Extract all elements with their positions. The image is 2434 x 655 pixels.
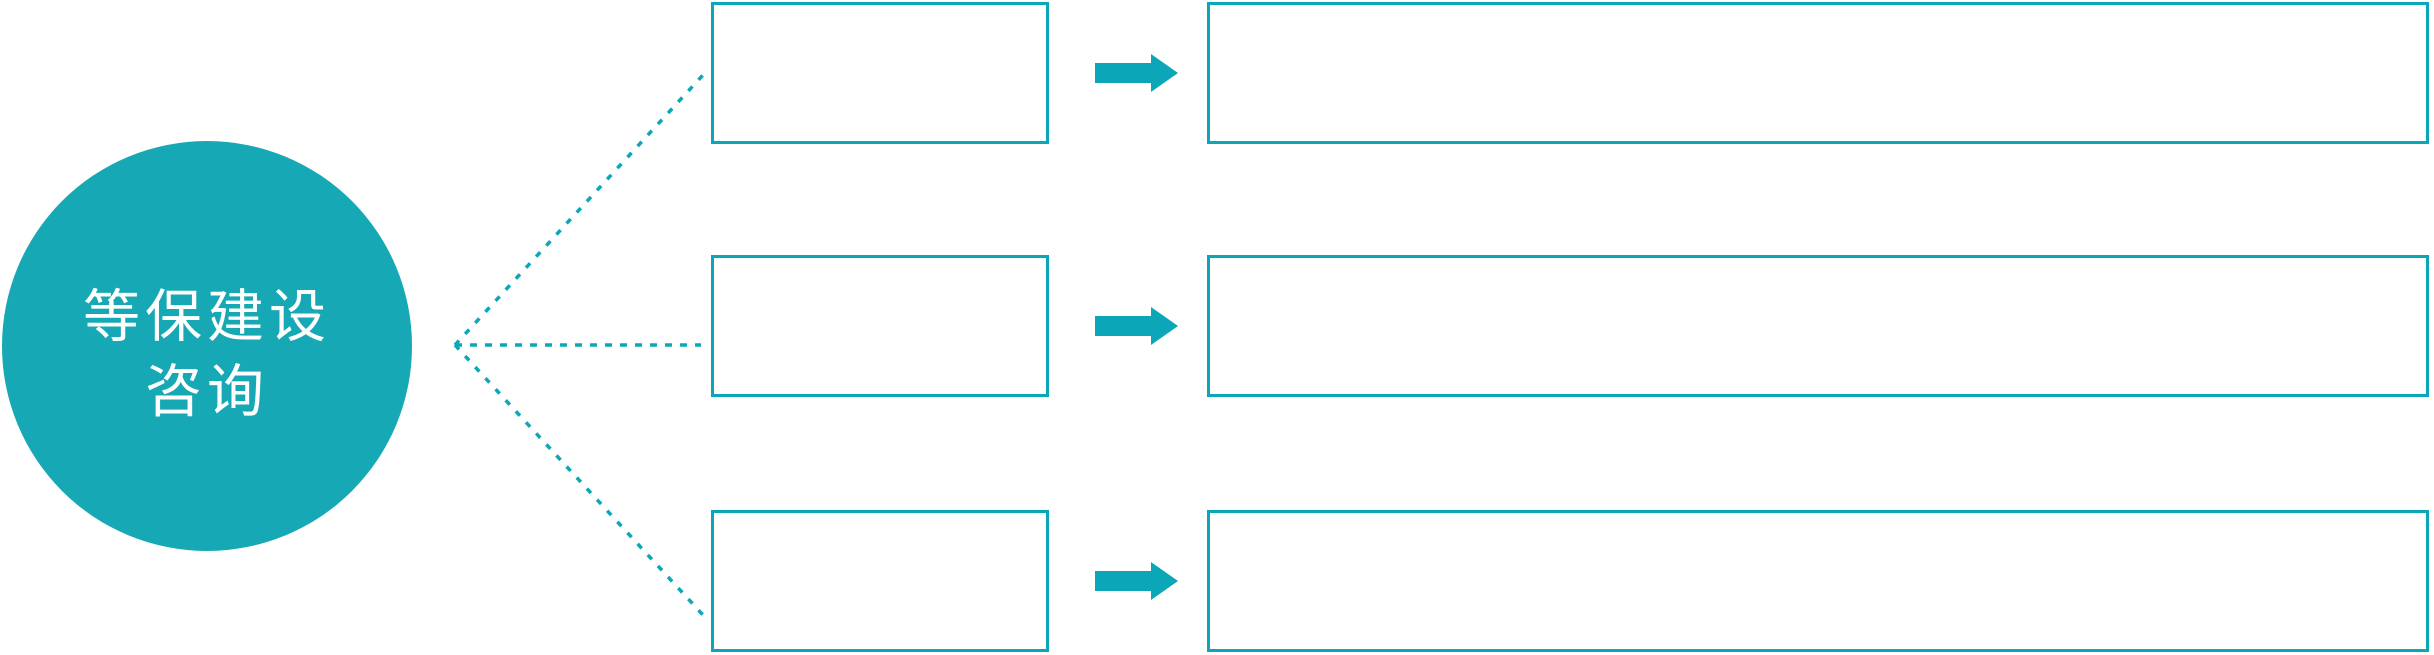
arrow-right-icon: [1095, 54, 1178, 92]
detail-box-1: [1207, 2, 2429, 144]
branch-box-1: [711, 2, 1049, 144]
branch-box-3: [711, 510, 1049, 652]
arrow-right-icon: [1095, 307, 1178, 345]
dotted-line-top: [453, 73, 705, 347]
arrow-right-icon: [1095, 562, 1178, 600]
dotted-line-bottom: [453, 343, 705, 617]
branch-box-2: [711, 255, 1049, 397]
root-node-label-line1: 等保建设: [83, 285, 331, 349]
root-node-label-line2: 咨询: [145, 360, 269, 424]
detail-box-3: [1207, 510, 2429, 652]
detail-box-2: [1207, 255, 2429, 397]
root-node-circle: 等保建设 咨询: [2, 141, 412, 551]
